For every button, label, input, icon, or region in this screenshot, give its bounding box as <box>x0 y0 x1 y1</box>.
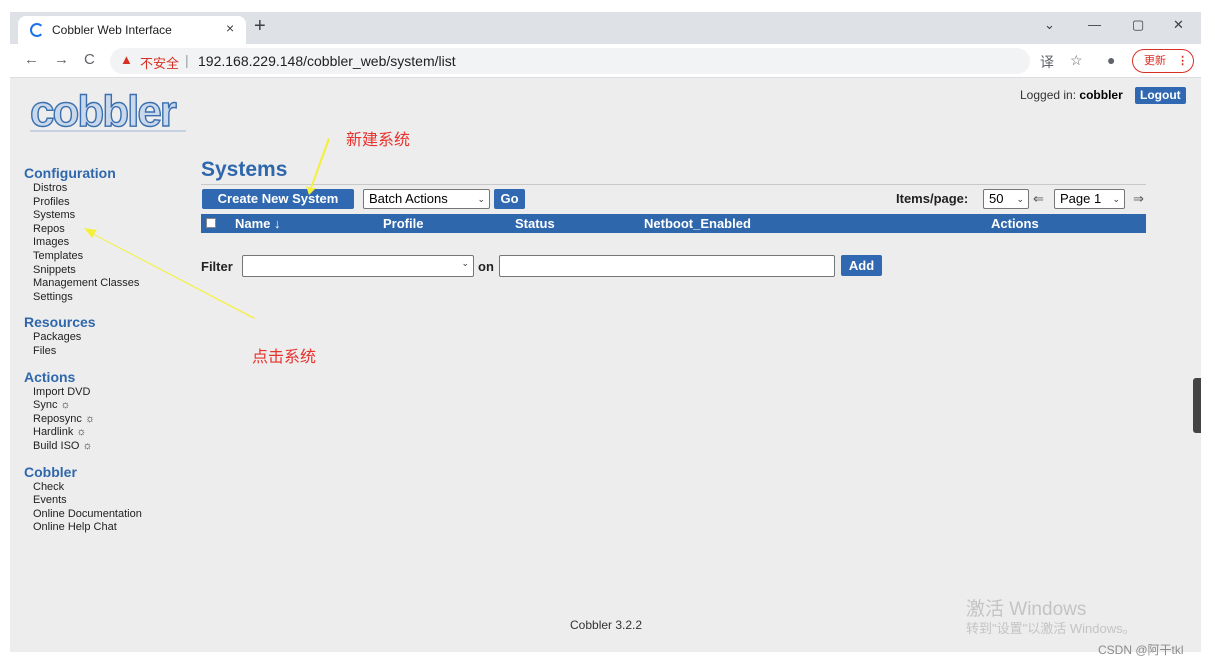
sidebar-item-packages[interactable]: Packages <box>33 331 82 344</box>
update-button[interactable]: 更新 ⋮ <box>1132 49 1194 73</box>
side-panel-handle[interactable] <box>1193 378 1201 433</box>
annotation-arrows <box>84 138 330 319</box>
loading-spinner-icon <box>30 23 44 37</box>
sidebar-item-profiles[interactable]: Profiles <box>33 195 70 208</box>
sidebar: Configuration Distros Profiles Systems R… <box>24 158 194 535</box>
sidebar-item-build-iso[interactable]: Build ISO ☼ <box>33 439 93 452</box>
address-bar[interactable]: ▲ 不安全 | 192.168.229.148/cobbler_web/syst… <box>110 48 1030 74</box>
cobbler-logo[interactable]: cobbler <box>28 88 188 138</box>
csdn-watermark: CSDN @阿干tkl <box>1098 643 1184 657</box>
arrow-to-create-button <box>306 138 330 195</box>
maximize-icon[interactable]: ▢ <box>1132 17 1145 32</box>
annotation-click-systems: 点击系统 <box>252 349 317 366</box>
page-content: cobbler Logged in: cobbler Logout Config… <box>10 78 1201 652</box>
sidebar-item-files[interactable]: Files <box>33 344 57 357</box>
tab-close-icon[interactable]: × <box>226 20 235 36</box>
logged-in-user: cobbler <box>1079 88 1123 102</box>
tab-title: Cobbler Web Interface <box>52 23 172 37</box>
column-header-actions: Actions <box>991 216 1039 231</box>
sidebar-item-images[interactable]: Images <box>33 236 70 249</box>
batch-actions-select[interactable]: Batch Actions ⌄ <box>363 189 490 209</box>
create-new-system-button[interactable]: Create New System <box>202 189 354 209</box>
column-header-status[interactable]: Status <box>515 216 555 231</box>
sidebar-item-sync[interactable]: Sync ☼ <box>33 399 71 412</box>
sidebar-heading-configuration: Configuration <box>24 165 116 181</box>
annotation-new-system: 新建系统 <box>346 132 411 149</box>
sidebar-item-check[interactable]: Check <box>33 480 65 493</box>
sidebar-heading-resources: Resources <box>24 314 96 331</box>
sidebar-item-events[interactable]: Events <box>33 494 67 507</box>
add-filter-button[interactable]: Add <box>841 255 882 276</box>
sidebar-item-management-classes[interactable]: Management Classes <box>33 277 140 290</box>
footer-version: Cobbler 3.2.2 <box>570 618 643 632</box>
sidebar-item-distros[interactable]: Distros <box>33 182 68 194</box>
systems-table-header: Name ↓ Profile Status Netboot_Enabled Ac… <box>201 214 1146 233</box>
sidebar-item-hardlink[interactable]: Hardlink ☼ <box>33 426 87 439</box>
sidebar-item-templates[interactable]: Templates <box>33 249 84 262</box>
sidebar-item-systems[interactable]: Systems <box>33 209 76 222</box>
next-page-icon[interactable]: ⇒ <box>1133 191 1144 206</box>
logged-in-status: Logged in: cobbler <box>1020 88 1123 102</box>
logged-in-prefix: Logged in: <box>1020 88 1077 102</box>
warning-icon: ▲ <box>120 52 133 67</box>
url-text[interactable]: 192.168.229.148/cobbler_web/system/list <box>198 53 456 69</box>
filter-on-label: on <box>478 259 494 274</box>
url-separator: | <box>185 52 189 68</box>
chevron-down-icon: ⌄ <box>477 194 485 204</box>
prev-page-icon[interactable]: ⇐ <box>1033 191 1044 206</box>
profile-icon[interactable]: ● <box>1107 52 1116 68</box>
browser-toolbar: ← → C ▲ 不安全 | 192.168.229.148/cobbler_we… <box>10 44 1201 78</box>
column-header-name[interactable]: Name ↓ <box>235 216 281 231</box>
windows-watermark-subtitle: 转到"设置"以激活 Windows。 <box>966 621 1136 636</box>
sidebar-heading-actions: Actions <box>24 368 76 385</box>
filter-value-input[interactable] <box>499 255 835 277</box>
page-select[interactable]: Page 1 ⌄ <box>1054 189 1125 209</box>
items-per-page-label: Items/page: <box>896 191 969 206</box>
browser-tab[interactable]: Cobbler Web Interface × <box>18 16 246 44</box>
page-value: Page 1 <box>1060 191 1102 206</box>
batch-actions-value: Batch Actions <box>369 191 448 206</box>
reload-icon[interactable]: C <box>84 51 95 68</box>
column-header-profile[interactable]: Profile <box>383 216 424 231</box>
chevron-down-icon: ⌄ <box>1112 194 1120 204</box>
sidebar-item-snippets[interactable]: Snippets <box>33 263 76 276</box>
sidebar-item-import-dvd[interactable]: Import DVD <box>33 385 91 398</box>
close-window-icon[interactable]: ✕ <box>1173 17 1184 32</box>
new-tab-icon[interactable]: + <box>254 15 266 37</box>
items-per-page-value: 50 <box>989 191 1004 206</box>
sidebar-item-settings[interactable]: Settings <box>33 290 73 303</box>
browser-window: Cobbler Web Interface × + ⌄ — ▢ ✕ ← → C … <box>10 12 1201 652</box>
insecure-label[interactable]: 不安全 <box>140 56 180 71</box>
back-icon[interactable]: ← <box>24 51 39 68</box>
sidebar-item-repos[interactable]: Repos <box>33 222 65 235</box>
svg-text:cobbler: cobbler <box>30 88 177 136</box>
translate-icon[interactable]: 译 <box>1040 54 1054 70</box>
sidebar-item-reposync[interactable]: Reposync ☼ <box>33 412 96 425</box>
forward-icon[interactable]: → <box>54 51 69 68</box>
sidebar-item-online-help-chat[interactable]: Online Help Chat <box>33 521 117 534</box>
page-title: Systems <box>201 158 288 181</box>
chevron-down-icon: ⌄ <box>461 258 469 268</box>
logout-button[interactable]: Logout <box>1135 87 1186 104</box>
tab-strip: Cobbler Web Interface × + ⌄ — ▢ ✕ <box>10 12 1201 44</box>
update-label: 更新 <box>1144 55 1166 67</box>
select-all-checkbox[interactable] <box>206 218 216 228</box>
filter-field-select[interactable]: ⌄ <box>242 255 474 277</box>
sidebar-item-online-documentation[interactable]: Online Documentation <box>33 507 142 520</box>
bookmark-star-icon[interactable]: ☆ <box>1070 52 1083 68</box>
sidebar-heading-cobbler: Cobbler <box>24 463 77 480</box>
windows-watermark-title: 激活 Windows <box>966 599 1087 620</box>
arrow-to-systems-link <box>84 228 255 319</box>
chevron-down-icon: ⌄ <box>1016 194 1024 204</box>
go-button[interactable]: Go <box>494 189 525 209</box>
tab-search-chevron-icon[interactable]: ⌄ <box>1044 17 1055 32</box>
items-per-page-select[interactable]: 50 ⌄ <box>983 189 1029 209</box>
filter-label: Filter <box>201 259 233 274</box>
menu-kebab-icon: ⋮ <box>1177 55 1189 67</box>
column-header-netboot-enabled[interactable]: Netboot_Enabled <box>644 216 751 231</box>
title-divider <box>201 184 1146 185</box>
minimize-icon[interactable]: — <box>1088 17 1101 32</box>
